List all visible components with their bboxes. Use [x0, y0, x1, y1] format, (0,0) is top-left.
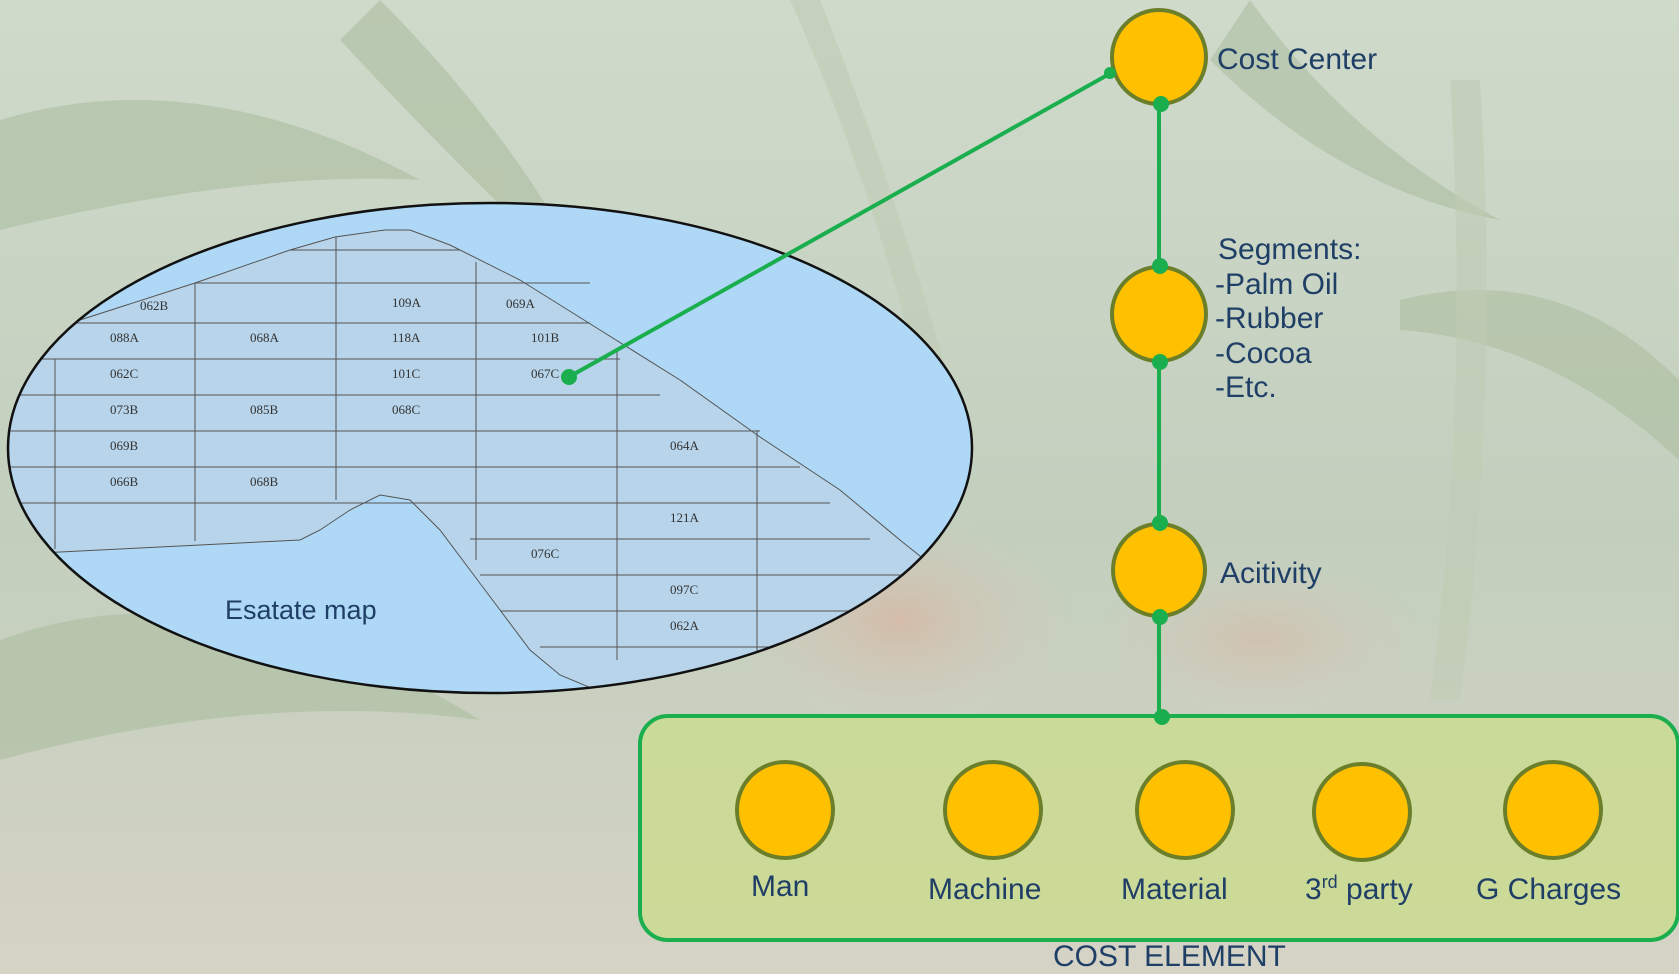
estate-block-grid: [8, 237, 910, 670]
cost-center-label: Cost Center: [1217, 43, 1378, 76]
estate-block-code: 121A: [670, 510, 700, 525]
segment-item: -Cocoa: [1215, 336, 1312, 370]
estate-block-code: 101C: [392, 366, 420, 381]
cost-element-material-node[interactable]: [1135, 760, 1235, 860]
estate-block-code: 062C: [110, 366, 138, 381]
cost-element-material-label: Material: [1121, 873, 1228, 906]
cost-center-node[interactable]: [1110, 8, 1208, 106]
estate-block-code: 088A: [110, 330, 140, 345]
estate-block-code: 069A: [506, 296, 536, 311]
activity-label: Acitivity: [1220, 557, 1322, 590]
estate-block-code: 069B: [110, 438, 139, 453]
estate-block-code: 062B: [140, 298, 169, 313]
activity-node[interactable]: [1111, 522, 1207, 618]
estate-block-code: 064A: [670, 438, 700, 453]
estate-map: 062B 109A 069A 088A 068A 118A 101B 062C 101C 067C…: [6, 201, 974, 695]
estate-block-code: 066B: [110, 474, 139, 489]
estate-land-area: [8, 229, 972, 693]
segments-title: Segments:: [1218, 233, 1362, 266]
map-to-cost-center-connector: [566, 71, 1112, 380]
estate-block-code: 109A: [392, 295, 422, 310]
cost-element-man-node[interactable]: [735, 760, 835, 860]
cost-element-third-party-label: 3rd party: [1305, 873, 1413, 908]
estate-block-code: 097C: [670, 582, 698, 597]
third-party-rest: party: [1337, 873, 1413, 906]
cost-element-g-charges-node[interactable]: [1503, 760, 1603, 860]
estate-block-code: 062A: [670, 618, 700, 633]
estate-block-code: 068A: [250, 330, 280, 345]
cost-element-man-label: Man: [751, 870, 810, 903]
estate-block-code: 118A: [392, 330, 421, 345]
estate-block-code: 101B: [531, 330, 560, 345]
segments-node[interactable]: [1110, 265, 1208, 363]
third-party-number: 3: [1305, 873, 1322, 906]
estate-block-code: 068B: [250, 474, 279, 489]
estate-block-code: 068C: [392, 402, 420, 417]
cost-element-title: COST ELEMENT: [1053, 940, 1286, 973]
segment-item: -Rubber: [1215, 302, 1324, 335]
estate-block-codes: 062B 109A 069A 088A 068A 118A 101B 062C 101C 067C…: [110, 295, 700, 633]
cost-element-machine-node[interactable]: [943, 760, 1043, 860]
cost-element-g-charges-label: G Charges: [1476, 873, 1622, 906]
segments-label: Segments: -Palm Oil -Rubber -Cocoa -Etc.: [1215, 233, 1361, 406]
estate-block-code: 073B: [110, 402, 139, 417]
segment-item: -Palm Oil: [1215, 267, 1339, 301]
third-party-suffix: rd: [1321, 872, 1338, 892]
estate-map-label: Esatate map: [225, 595, 377, 625]
connector-dots: [561, 67, 1170, 725]
estate-block-code: 076C: [531, 546, 559, 561]
cost-element-machine-label: Machine: [928, 873, 1042, 906]
cost-element-third-party-node[interactable]: [1312, 762, 1412, 862]
estate-block-code: 085B: [250, 402, 279, 417]
connector-lines: [566, 71, 1161, 717]
segment-item: -Etc.: [1215, 371, 1277, 404]
estate-block-code: 067C: [531, 366, 559, 381]
